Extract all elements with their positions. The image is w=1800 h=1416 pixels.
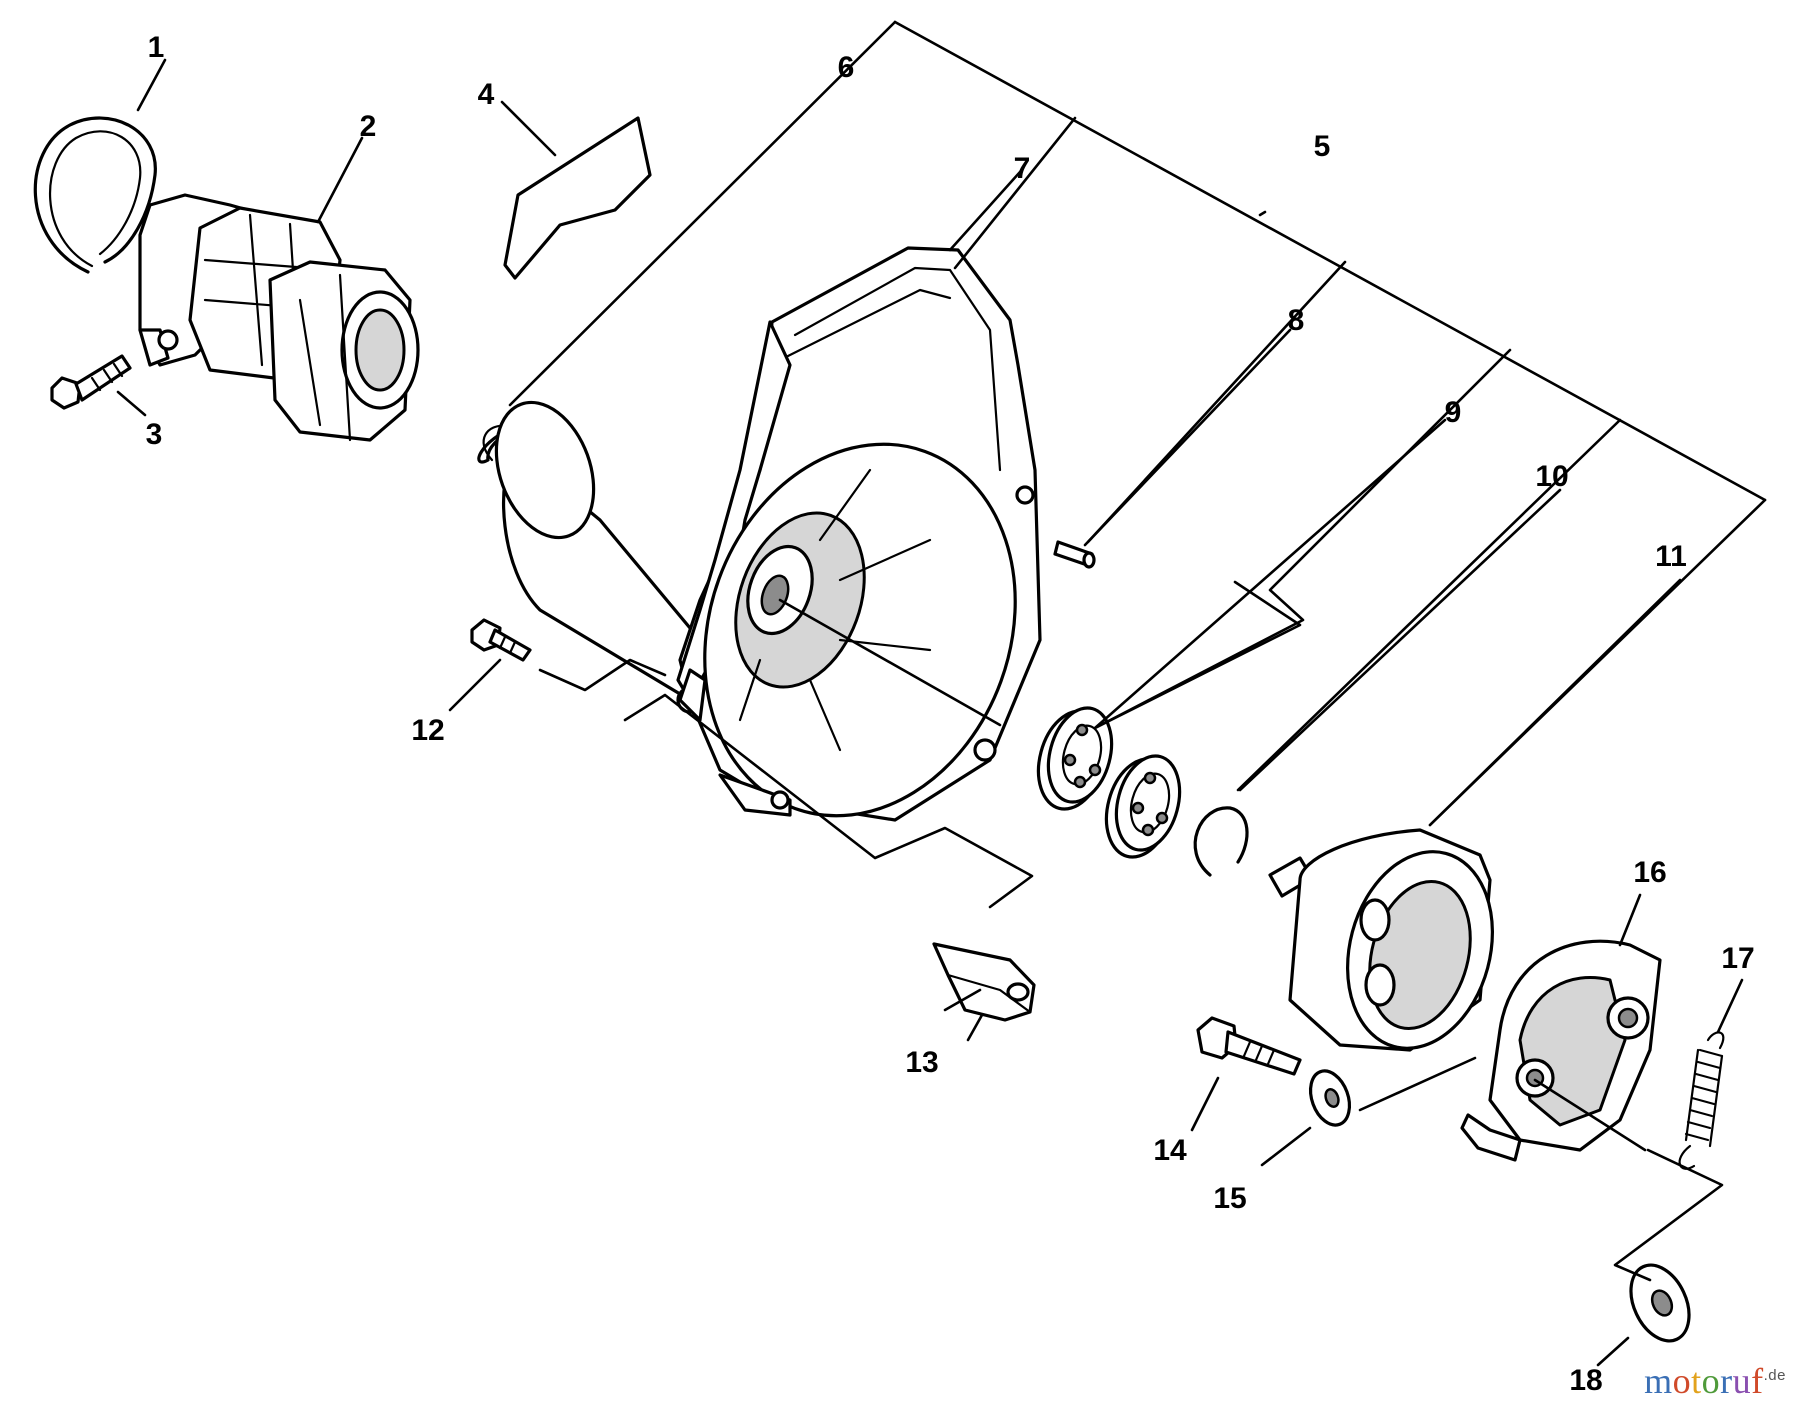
part-2-gear-case bbox=[138, 193, 420, 442]
part-13-bracket bbox=[932, 942, 1036, 1022]
watermark-letter: o bbox=[1672, 1361, 1692, 1401]
part-15-washer bbox=[1308, 1069, 1352, 1127]
callout-10: 10 bbox=[1535, 460, 1568, 493]
watermark-letter: t bbox=[1691, 1361, 1702, 1401]
callout-5: 5 bbox=[1314, 130, 1331, 163]
part-14-bolt bbox=[1196, 1016, 1302, 1076]
callout-7: 7 bbox=[1014, 152, 1031, 185]
leader-lines bbox=[116, 20, 1767, 1367]
part-snap-ring-large bbox=[1193, 806, 1249, 877]
watermark-suffix: .de bbox=[1763, 1367, 1786, 1384]
callout-2: 2 bbox=[360, 110, 377, 143]
callout-labels: 1 2 3 4 5 6 7 8 9 10 11 12 13 14 15 16 1… bbox=[146, 31, 1755, 1397]
part-17-spring bbox=[1678, 1031, 1725, 1170]
callout-1: 1 bbox=[148, 31, 165, 64]
part-3-bolt bbox=[50, 354, 132, 410]
callout-3: 3 bbox=[146, 418, 163, 451]
part-12-bolt bbox=[470, 618, 532, 662]
watermark-letter: u bbox=[1732, 1361, 1752, 1401]
callout-9: 9 bbox=[1445, 396, 1462, 429]
part-10-bearing bbox=[1104, 754, 1182, 859]
callout-13: 13 bbox=[905, 1046, 938, 1079]
callout-17: 17 bbox=[1721, 942, 1754, 975]
watermark-letter: r bbox=[1720, 1361, 1733, 1401]
part-11-clutch-drum bbox=[1268, 828, 1494, 1052]
part-18-washer bbox=[1629, 1263, 1691, 1343]
part-4-label bbox=[503, 116, 652, 280]
callout-11: 11 bbox=[1655, 540, 1687, 573]
watermark-letter: o bbox=[1701, 1361, 1721, 1401]
callout-14: 14 bbox=[1153, 1134, 1187, 1167]
watermark-logo: motoruf.de bbox=[1644, 1360, 1786, 1402]
callout-8: 8 bbox=[1288, 304, 1305, 337]
callout-4: 4 bbox=[478, 78, 495, 111]
watermark-letter: f bbox=[1751, 1361, 1764, 1401]
callout-15: 15 bbox=[1213, 1182, 1246, 1215]
callout-16: 16 bbox=[1633, 856, 1666, 889]
watermark-letter: m bbox=[1644, 1361, 1673, 1401]
part-9-bearing bbox=[1036, 706, 1114, 811]
part-7-fan-housing bbox=[494, 246, 1042, 822]
part-1-snap-ring bbox=[33, 116, 157, 274]
callout-6: 6 bbox=[838, 51, 855, 84]
callout-12: 12 bbox=[411, 714, 444, 747]
part-8-pin bbox=[1053, 540, 1096, 569]
callout-18: 18 bbox=[1569, 1364, 1602, 1397]
part-16-clutch bbox=[1460, 939, 1662, 1162]
